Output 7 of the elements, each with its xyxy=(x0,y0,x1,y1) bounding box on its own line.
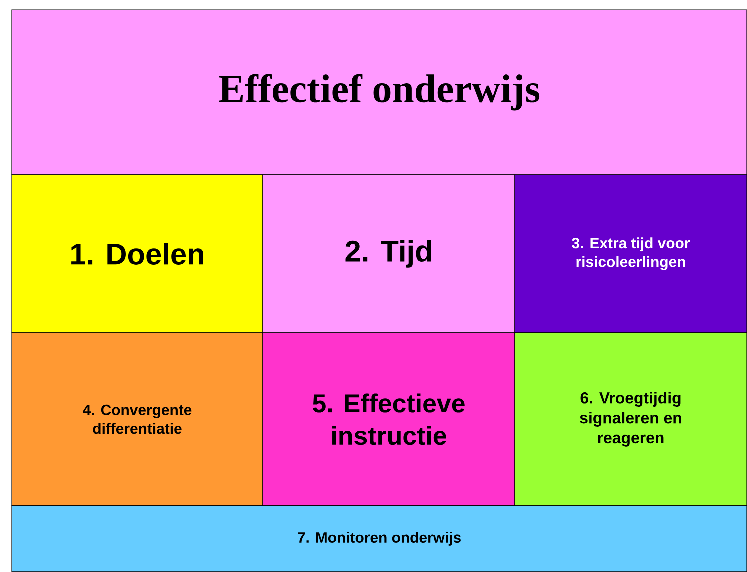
topic-box: 2. Tijd xyxy=(262,174,516,334)
topic-box: 4. Convergente differentiatie xyxy=(12,332,264,506)
topic-box: 1. Doelen xyxy=(12,174,264,334)
footer-band: 7. Monitoren onderwijs xyxy=(12,506,747,572)
topic-box: 5. Effectieve instructie xyxy=(262,332,516,506)
topic-box: 3. Extra tijd voor risicoleerlingen xyxy=(514,174,747,334)
topic-box: 6. Vroegtijdig signaleren en reageren xyxy=(514,332,747,506)
